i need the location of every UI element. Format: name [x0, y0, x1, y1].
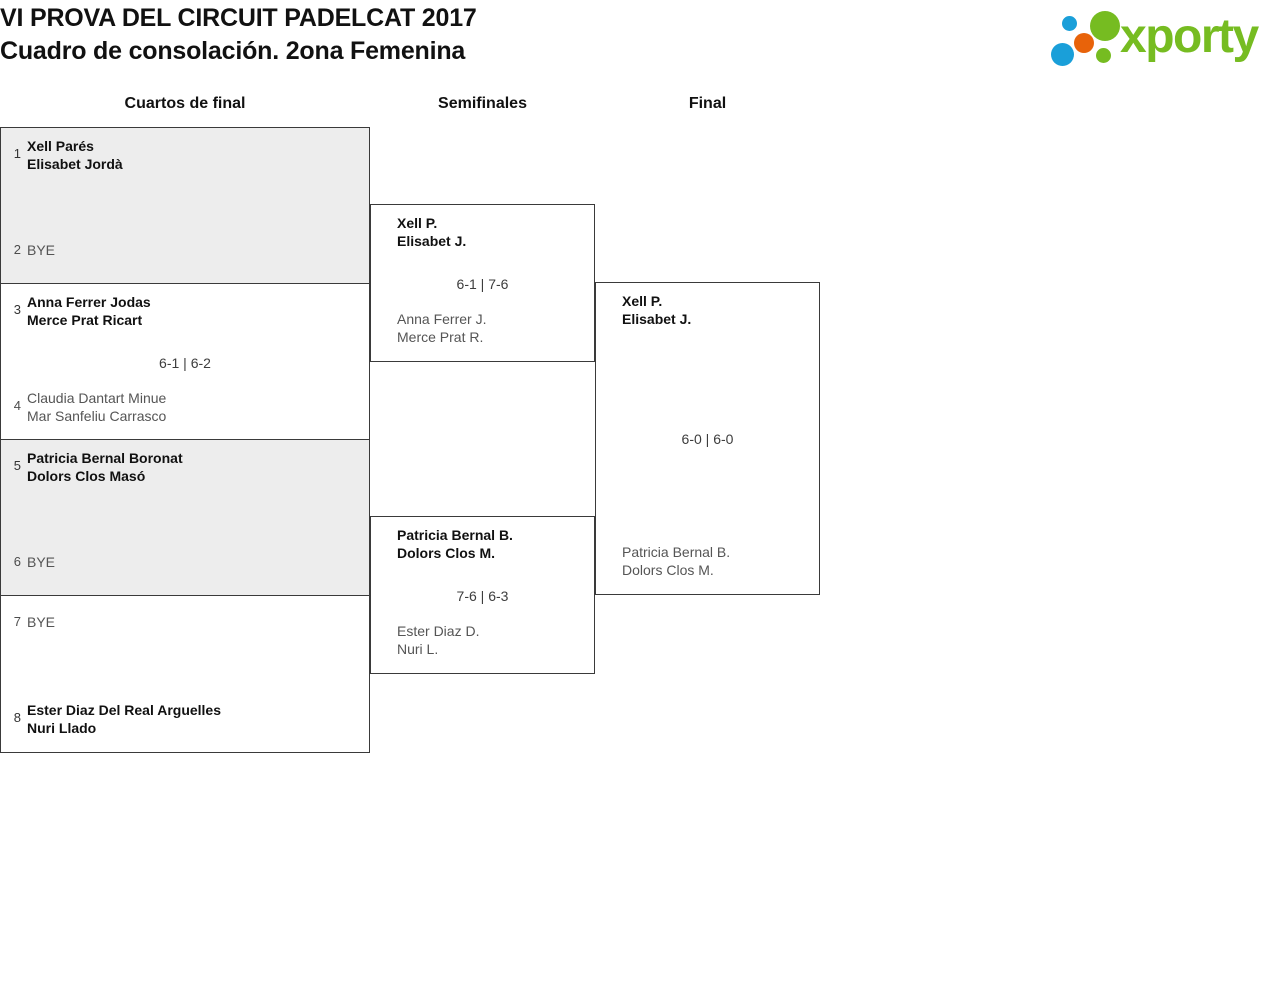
seed-number: 2: [13, 242, 21, 257]
match-team-bottom[interactable]: 6 BYE: [1, 544, 369, 580]
team-players: Anna Ferrer J. Merce Prat R.: [397, 309, 594, 346]
match-team-bottom[interactable]: Ester Diaz D. Nuri L.: [371, 621, 594, 658]
player-name-1: Patricia Bernal B.: [397, 527, 513, 543]
match-score: 6-1 | 6-2: [159, 355, 211, 371]
logo-dot-orange-icon: [1074, 33, 1094, 53]
player-name-1: Anna Ferrer Jodas: [27, 294, 151, 310]
player-name-1: BYE: [27, 242, 56, 258]
xporty-logo[interactable]: xporty: [1046, 6, 1274, 68]
page-title: VI PROVA DEL CIRCUIT PADELCAT 2017 Cuadr…: [0, 2, 900, 68]
team-players: BYE: [27, 544, 369, 580]
tournament-title: VI PROVA DEL CIRCUIT PADELCAT 2017: [0, 4, 477, 32]
player-name-1: Patricia Bernal Boronat: [27, 450, 183, 466]
seed-number: 1: [13, 146, 21, 161]
match-score: 6-0 | 6-0: [681, 431, 734, 447]
player-name-1: Anna Ferrer J.: [397, 311, 487, 327]
player-name-2: Dolors Clos M.: [622, 562, 714, 578]
player-name-2: Nuri L.: [397, 641, 439, 657]
round-header-final: Final: [688, 95, 727, 112]
player-name-1: BYE: [27, 614, 56, 630]
player-name-2: Elisabet Jordà: [27, 156, 123, 172]
match-team-bottom[interactable]: Anna Ferrer J. Merce Prat R.: [371, 309, 594, 346]
team-players: Xell Parés Elisabet Jordà: [27, 136, 369, 173]
match-quarterfinal-2[interactable]: 3 Anna Ferrer Jodas Merce Prat Ricart 4 …: [0, 283, 370, 441]
match-team-top[interactable]: 5 Patricia Bernal Boronat Dolors Clos Ma…: [1, 448, 369, 485]
seed-number: 7: [13, 614, 21, 629]
player-name-1: Xell Parés: [27, 138, 94, 154]
player-name-1: Ester Diaz Del Real Arguelles: [27, 702, 222, 718]
match-team-top[interactable]: 7 BYE: [1, 604, 369, 640]
team-players: Patricia Bernal Boronat Dolors Clos Masó: [27, 448, 369, 485]
player-name-1: Patricia Bernal B.: [622, 544, 731, 560]
player-name-2: Dolors Clos Masó: [27, 468, 146, 484]
team-players: BYE: [27, 604, 369, 640]
match-score: 6-1 | 7-6: [456, 276, 509, 292]
player-name-2: Merce Prat R.: [397, 329, 484, 345]
player-name-2: Nuri Llado: [27, 720, 97, 736]
team-players: Claudia Dantart Minue Mar Sanfeliu Carra…: [27, 388, 369, 425]
team-players: Ester Diaz Del Real Arguelles Nuri Llado: [27, 700, 369, 737]
player-name-2: Elisabet J.: [622, 311, 692, 327]
logo-dot-blue-large-icon: [1051, 43, 1074, 66]
bracket-subtitle: Cuadro de consolación. 2ona Femenina: [0, 37, 466, 65]
player-name-1: Xell P.: [622, 293, 663, 309]
logo-wordmark: xporty: [1120, 10, 1259, 63]
round-header-semifinals: Semifinales: [438, 95, 527, 112]
match-quarterfinal-3[interactable]: 5 Patricia Bernal Boronat Dolors Clos Ma…: [0, 439, 370, 597]
match-team-top[interactable]: Patricia Bernal B. Dolors Clos M.: [371, 525, 594, 562]
match-quarterfinal-4[interactable]: 7 BYE 8 Ester Diaz Del Real Arguelles Nu…: [0, 595, 370, 753]
seed-number: 8: [13, 710, 21, 725]
team-players: Patricia Bernal B. Dolors Clos M.: [622, 542, 819, 579]
team-players: BYE: [27, 232, 369, 268]
match-team-top[interactable]: 3 Anna Ferrer Jodas Merce Prat Ricart: [1, 292, 369, 329]
match-team-bottom[interactable]: 8 Ester Diaz Del Real Arguelles Nuri Lla…: [1, 700, 369, 737]
bracket-tree: 1 Xell Parés Elisabet Jordà 2 BYE 3 Anna…: [0, 127, 900, 767]
match-semifinal-1[interactable]: Xell P. Elisabet J. Anna Ferrer J. Merce…: [370, 204, 595, 362]
match-team-top[interactable]: Xell P. Elisabet J.: [596, 291, 819, 328]
player-name-2: Dolors Clos M.: [397, 545, 496, 561]
round-header-quarterfinals: Cuartos de final: [124, 95, 246, 112]
match-semifinal-2[interactable]: Patricia Bernal B. Dolors Clos M. Ester …: [370, 516, 595, 674]
match-final[interactable]: Xell P. Elisabet J. Patricia Bernal B. D…: [595, 282, 820, 595]
player-name-2: Elisabet J.: [397, 233, 467, 249]
team-players: Anna Ferrer Jodas Merce Prat Ricart: [27, 292, 369, 329]
logo-dot-blue-small-icon: [1062, 16, 1077, 31]
player-name-1: BYE: [27, 554, 56, 570]
seed-number: 6: [13, 554, 21, 569]
logo-dots-icon: [1050, 10, 1126, 66]
match-team-top[interactable]: 1 Xell Parés Elisabet Jordà: [1, 136, 369, 173]
team-players: Xell P. Elisabet J.: [397, 213, 594, 250]
team-players: Xell P. Elisabet J.: [622, 291, 819, 328]
match-quarterfinal-1[interactable]: 1 Xell Parés Elisabet Jordà 2 BYE: [0, 127, 370, 285]
player-name-2: Merce Prat Ricart: [27, 312, 143, 328]
team-players: Patricia Bernal B. Dolors Clos M.: [397, 525, 594, 562]
seed-number: 5: [13, 458, 21, 473]
match-team-bottom[interactable]: Patricia Bernal B. Dolors Clos M.: [596, 542, 819, 579]
player-name-2: Mar Sanfeliu Carrasco: [27, 408, 167, 424]
match-team-top[interactable]: Xell P. Elisabet J.: [371, 213, 594, 250]
team-players: Ester Diaz D. Nuri L.: [397, 621, 594, 658]
match-score: 7-6 | 6-3: [456, 588, 509, 604]
player-name-1: Xell P.: [397, 215, 438, 231]
logo-dot-green-large-icon: [1090, 11, 1120, 41]
page-header: VI PROVA DEL CIRCUIT PADELCAT 2017 Cuadr…: [0, 0, 1280, 90]
match-team-bottom[interactable]: 2 BYE: [1, 232, 369, 268]
seed-number: 4: [13, 398, 21, 413]
player-name-1: Ester Diaz D.: [397, 623, 480, 639]
logo-dot-green-small-icon: [1096, 48, 1111, 63]
match-team-bottom[interactable]: 4 Claudia Dantart Minue Mar Sanfeliu Car…: [1, 388, 369, 425]
seed-number: 3: [13, 302, 21, 317]
player-name-1: Claudia Dantart Minue: [27, 390, 167, 406]
